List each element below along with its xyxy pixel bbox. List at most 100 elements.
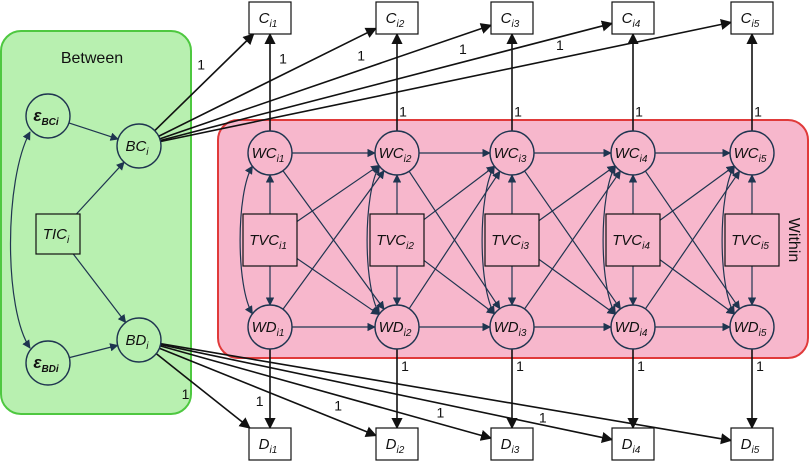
tvc-node-label: TVCi4 [612,232,650,252]
d-node: Di2 [375,427,419,461]
path-arrow [72,253,127,324]
wd-node: WDi3 [489,304,535,350]
path-label: 1 [334,398,342,414]
path-label: 1 [539,410,547,426]
tvc-node-label: TVCi1 [249,232,287,252]
c-node-box [730,1,774,35]
c-node-label: Ci5 [741,10,760,30]
d-node-box [248,427,292,461]
d-node-box [375,427,419,461]
path-arrow [538,165,616,222]
wc-node-circle [489,130,535,176]
bc-node-label: BCi [125,138,149,158]
wc-node-label: WCi2 [379,145,412,165]
path-arrow [75,161,125,215]
tic-node: TICi [35,213,81,255]
wd-node-circle [247,304,293,350]
c-node: Ci4 [611,1,655,35]
wc-node-label: WCi1 [252,145,285,165]
wc-node: WCi2 [374,130,420,176]
wc-node-circle [610,130,656,176]
wd-node: WDi4 [610,304,656,350]
tvc-node: TVCi3 [484,213,540,267]
covariance-arrow [366,165,380,315]
wc-node: WCi5 [729,130,775,176]
path-arrow [160,343,614,443]
tvc-node: TVCi5 [724,213,780,267]
c-node: Ci1 [248,1,292,35]
path-arrow [524,170,621,310]
tvc-node-box [242,213,298,267]
d-node: Di4 [611,427,655,461]
bc-node: BCi [116,123,162,169]
wc-node-label: WCi4 [615,145,648,165]
c-node-box [248,1,292,35]
wd-node: WDi2 [374,304,420,350]
d-node: Di5 [730,427,774,461]
c-node-label: Ci4 [622,10,641,30]
tvc-node-box [484,213,540,267]
epsilon-bd-node-circle [25,340,71,386]
wd-node-label: WDi3 [494,319,527,339]
bc-node-circle [116,123,162,169]
tvc-node: TVCi1 [242,213,298,267]
wd-node-circle [610,304,656,350]
path-label: 1 [256,393,264,409]
tic-node-label: TICi [43,226,70,246]
path-label: 1 [197,56,205,72]
path-label: 1 [437,404,445,420]
c-node-label: Ci2 [386,10,405,30]
wd-node-label: WDi4 [615,319,648,339]
wd-node: WDi1 [247,304,293,350]
c-node: Ci2 [375,1,419,35]
wc-node: WCi4 [610,130,656,176]
d-node: Di1 [248,427,292,461]
tvc-node-label: TVCi2 [376,232,414,252]
epsilon-bc-node-circle [25,93,71,139]
tvc-node: TVCi2 [369,213,425,267]
d-node-label: Di1 [259,436,278,456]
path-arrow [154,33,255,132]
between-title: Between [61,50,123,67]
c-node-label: Ci3 [501,10,520,30]
path-arrow [155,353,251,429]
wc-node-label: WCi3 [494,145,527,165]
path-arrow [296,164,380,222]
tvc-node-label: TVCi5 [731,232,769,252]
wd-node-circle [489,304,535,350]
d-node-box [611,427,655,461]
path-arrow [659,165,735,221]
bd-node-label: BDi [125,332,149,352]
d-node-label: Di5 [741,436,760,456]
path-label: 1 [401,358,409,374]
path-label: 1 [516,358,524,374]
path-arrow [68,122,119,141]
within-title: Within [785,218,802,262]
wd-node-label: WDi5 [734,319,767,339]
epsilon-bc-node: εBCi [25,93,71,139]
wd-node-label: WDi1 [252,319,285,339]
edges [9,18,758,445]
wc-node-circle [247,130,293,176]
c-node-box [611,1,655,35]
c-node: Ci3 [490,1,534,35]
tvc-node-box [724,213,780,267]
wc-node-circle [374,130,420,176]
path-arrow [69,343,119,359]
path-label: 1 [279,51,287,67]
d-node-box [730,427,774,461]
path-label: 1 [399,103,407,119]
tvc-node-box [369,213,425,267]
c-node: Ci5 [730,1,774,35]
wc-node: WCi3 [489,130,535,176]
d-node-box [490,427,534,461]
between-covariance-arrow [9,131,31,349]
epsilon-bc-node-label: εBCi [33,106,59,128]
path-label: 1 [637,358,645,374]
path-arrow [408,170,501,309]
path-arrow [644,170,741,310]
between-panel [0,30,192,415]
epsilon-bd-node: εBDi [25,340,71,386]
